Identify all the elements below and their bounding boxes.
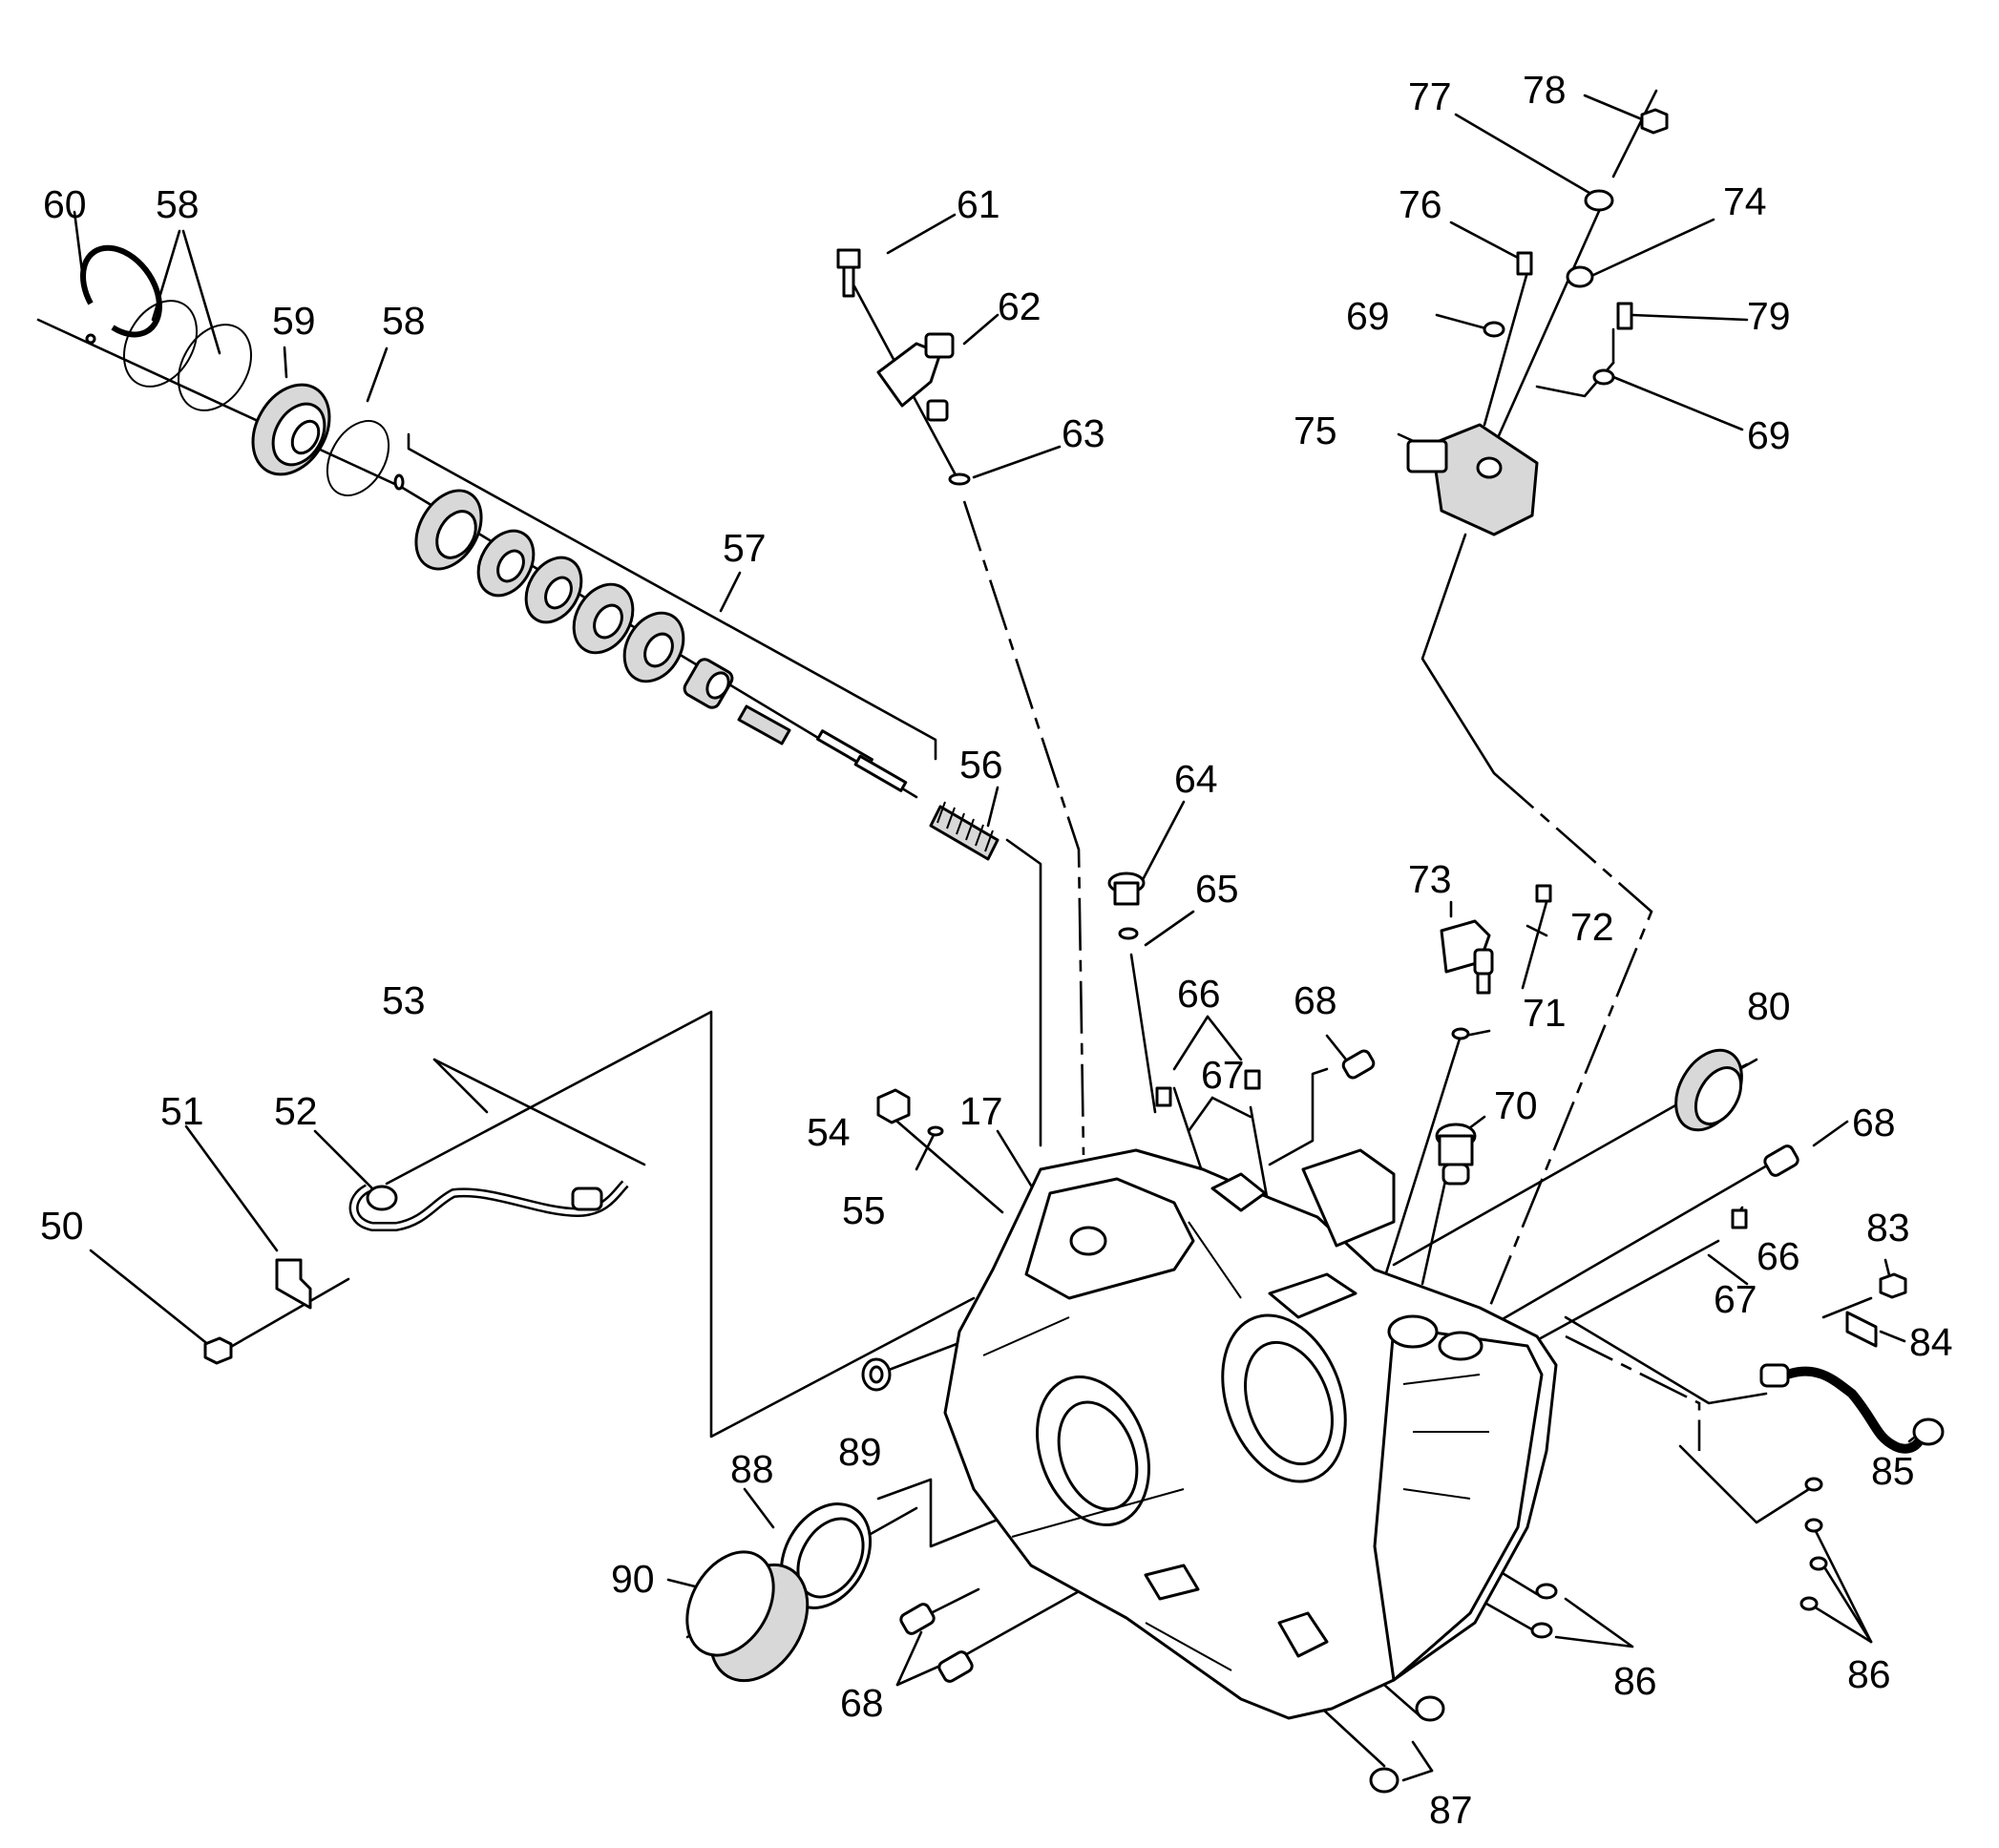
- dowel-part-68: [899, 1603, 936, 1635]
- clutch-pack-part-57: [414, 489, 908, 792]
- callout-66-top: 66: [1177, 972, 1221, 1016]
- parts: [80, 108, 1945, 1794]
- callout-85: 85: [1871, 1449, 1915, 1493]
- callout-80: 80: [1747, 984, 1791, 1028]
- sensor-part-73: [1440, 919, 1494, 995]
- spring-part-56: [929, 801, 1000, 861]
- plug-part-87: [1369, 1767, 1399, 1794]
- bushing-part-90: [685, 1550, 810, 1683]
- leader-lines: [36, 89, 1935, 1782]
- callout-79: 79: [1747, 294, 1791, 338]
- ring-part-58: [326, 420, 390, 496]
- bracket-part-84: [1845, 1311, 1878, 1348]
- callout-50: 50: [40, 1204, 84, 1248]
- bolt-part-76: [1516, 251, 1533, 276]
- callout-69-left: 69: [1346, 294, 1390, 338]
- callout-71: 71: [1523, 991, 1567, 1035]
- cooler-tube-part-53: [348, 1180, 629, 1231]
- bolt-part-54: [876, 1088, 911, 1124]
- callout-65: 65: [1195, 867, 1239, 911]
- piston-part-59: [251, 383, 331, 476]
- callout-55: 55: [842, 1188, 886, 1232]
- plug-part-87: [1415, 1695, 1445, 1722]
- o-ring-part-86: [1535, 1583, 1558, 1600]
- snap-ring-part-60: [80, 244, 162, 345]
- callout-73: 73: [1408, 857, 1452, 901]
- callout-67-top: 67: [1201, 1053, 1245, 1097]
- callout-86-right: 86: [1847, 1652, 1891, 1696]
- plug-part-64: [1107, 872, 1146, 906]
- nut-part-78: [1640, 108, 1669, 135]
- bolt-part-61: [836, 248, 861, 298]
- callout-54: 54: [807, 1110, 851, 1154]
- callout-60: 60: [43, 182, 87, 226]
- bolt-part-72: [1535, 884, 1552, 903]
- speed-sensor-part-62: [876, 332, 955, 422]
- o-ring-part-86: [1804, 1477, 1823, 1492]
- callout-84: 84: [1909, 1320, 1953, 1364]
- callout-67-right: 67: [1714, 1277, 1757, 1321]
- callout-75: 75: [1294, 409, 1337, 452]
- callout-labels: 50 51 52 53 54 55 56 57 58 58 59 60 61 6…: [40, 68, 1953, 1832]
- callout-88: 88: [730, 1447, 774, 1491]
- bolt-part-66: [1244, 1069, 1261, 1090]
- plug-part-70: [1435, 1123, 1477, 1186]
- nut-part-77: [1584, 189, 1614, 212]
- callout-53: 53: [382, 978, 426, 1022]
- callout-86-middle: 86: [1613, 1659, 1657, 1703]
- callout-58-left: 58: [156, 182, 200, 226]
- callout-57: 57: [723, 526, 767, 570]
- bolt-part-50: [203, 1336, 233, 1365]
- callout-62: 62: [998, 284, 1042, 328]
- callout-68-top: 68: [1294, 978, 1337, 1022]
- o-ring-part-86: [1809, 1556, 1828, 1571]
- callout-74: 74: [1723, 179, 1767, 223]
- callout-51: 51: [160, 1089, 204, 1133]
- callout-83: 83: [1866, 1206, 1910, 1250]
- callout-69-right: 69: [1747, 413, 1791, 457]
- callout-17: 17: [959, 1089, 1003, 1133]
- bolt-part-66: [1731, 1208, 1748, 1229]
- callout-89: 89: [838, 1430, 882, 1474]
- callout-61: 61: [957, 182, 1000, 226]
- callout-77: 77: [1408, 74, 1452, 118]
- ring-part-58: [123, 300, 198, 388]
- range-switch-part-75: [1406, 423, 1539, 536]
- dowel-part-68: [1763, 1144, 1799, 1177]
- dowel-part-68: [1341, 1049, 1376, 1080]
- callout-59: 59: [272, 299, 316, 343]
- washer-part-69: [1483, 321, 1505, 338]
- callout-87: 87: [1429, 1788, 1473, 1832]
- transmission-case-part-17: [943, 1148, 1558, 1720]
- dowel-part-68: [937, 1650, 974, 1683]
- callout-72: 72: [1570, 905, 1614, 949]
- callout-58-right: 58: [382, 299, 426, 343]
- callout-63: 63: [1062, 411, 1105, 455]
- callout-90: 90: [611, 1557, 655, 1601]
- bushing-part-89: [861, 1357, 892, 1392]
- o-ring-part-86: [1799, 1596, 1819, 1611]
- bolt-part-83: [1879, 1272, 1907, 1299]
- ring-part-58: [178, 324, 252, 411]
- callout-66-right: 66: [1757, 1234, 1800, 1278]
- callout-78: 78: [1523, 68, 1567, 112]
- callout-64: 64: [1174, 757, 1218, 801]
- cooler-tube-part-85: [1759, 1363, 1945, 1454]
- o-ring-part-86: [1804, 1518, 1823, 1533]
- o-ring-part-86: [1530, 1622, 1553, 1639]
- callout-52: 52: [274, 1089, 318, 1133]
- bolt-part-79: [1616, 302, 1633, 330]
- seal-part-80: [1674, 1048, 1743, 1132]
- callout-68-bottom: 68: [840, 1681, 884, 1725]
- callout-68-right: 68: [1852, 1101, 1896, 1144]
- callout-56: 56: [959, 743, 1003, 787]
- bolt-part-66: [1155, 1086, 1172, 1107]
- bracket-part-51: [275, 1258, 312, 1310]
- callout-70: 70: [1494, 1083, 1538, 1127]
- washer-part-74: [1566, 265, 1594, 288]
- callout-76: 76: [1399, 182, 1442, 226]
- washer-part-69: [1592, 368, 1615, 386]
